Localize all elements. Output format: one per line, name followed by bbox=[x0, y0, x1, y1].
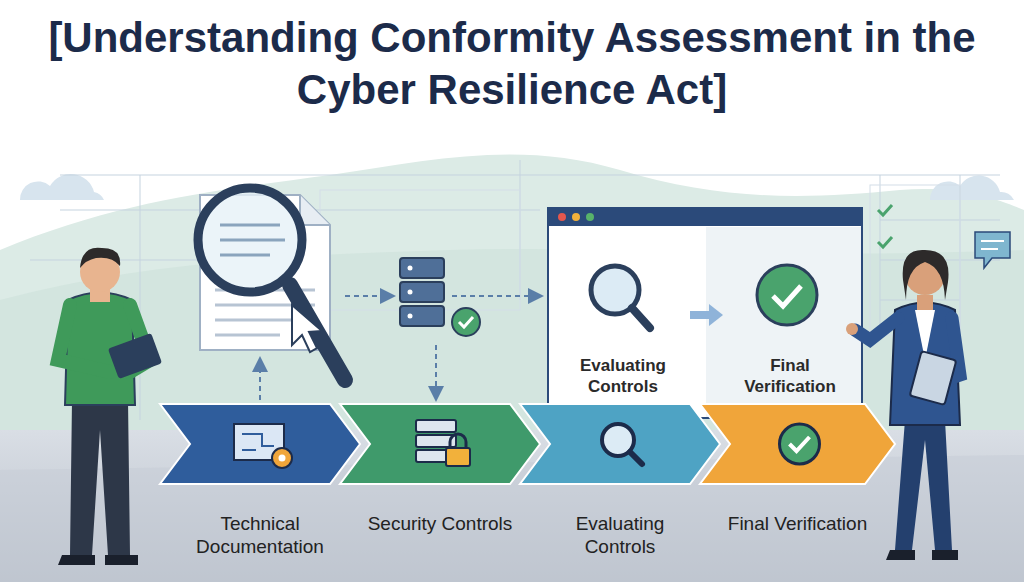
chevron-shape bbox=[700, 402, 895, 486]
step-chevron: Technical Documentation bbox=[160, 402, 360, 577]
step-label: Final Verification bbox=[700, 512, 895, 535]
chevron-shape bbox=[520, 402, 720, 486]
window-panel: Evaluating Controls bbox=[558, 230, 688, 412]
flow-arrow bbox=[690, 304, 723, 326]
chevron-shape bbox=[340, 402, 540, 486]
chevron-shape bbox=[160, 402, 360, 486]
window-panel: Final Verification bbox=[725, 230, 855, 412]
step-label: Evaluating Controls bbox=[520, 512, 720, 558]
step-chevron: Security Controls bbox=[340, 402, 540, 577]
panel-label: Evaluating Controls bbox=[558, 355, 688, 397]
step-chevron: Evaluating Controls bbox=[520, 402, 720, 577]
step-chevron: Final Verification bbox=[700, 402, 895, 577]
step-label: Security Controls bbox=[340, 512, 540, 535]
title: [Understanding Conformity Assessment in … bbox=[20, 12, 1004, 116]
man-figure bbox=[58, 248, 162, 565]
panel-label: Final Verification bbox=[725, 355, 855, 397]
step-label: Technical Documentation bbox=[160, 512, 360, 558]
